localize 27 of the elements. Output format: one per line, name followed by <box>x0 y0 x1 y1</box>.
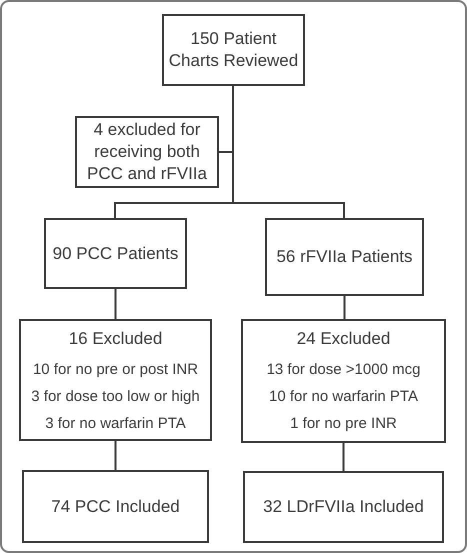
connector-line <box>232 86 345 218</box>
connector-line <box>344 296 346 319</box>
connector-line <box>342 443 344 471</box>
exclusion-box <box>19 319 212 441</box>
exclusion-reason: 10 for no warfarin PTA <box>269 387 418 407</box>
box-text: 90 PCC Patients <box>52 242 178 264</box>
box-text: 32 LDrFVIIa Included <box>263 496 424 518</box>
connector-line <box>114 289 116 319</box>
process-box <box>265 218 424 296</box>
connector-line <box>114 441 116 470</box>
exclusion-reason: 3 for dose too low or high <box>31 387 200 407</box>
exclusion-reason: 10 for no pre or post INR <box>32 360 198 380</box>
box-text: 74 PCC Included <box>51 496 180 518</box>
process-box <box>243 471 444 543</box>
box-heading: 16 Excluded <box>68 328 162 350</box>
process-box <box>75 116 219 188</box>
process-box <box>22 470 209 543</box>
exclusion-reason: 3 for no warfarin PTA <box>45 414 186 434</box>
exclusion-reason: 13 for dose >1000 mcg <box>266 360 420 380</box>
exclusion-reason: 1 for no pre INR <box>290 414 397 434</box>
process-box <box>44 218 187 289</box>
box-text: 4 excluded for receiving both PCC and rFVIIa <box>86 119 208 185</box>
process-box <box>162 14 305 86</box>
exclusion-box <box>241 319 446 443</box>
box-text: 56 rFVIIa Patients <box>276 246 413 268</box>
box-heading: 24 Excluded <box>296 328 390 350</box>
box-text: 150 Patient Charts Reviewed <box>168 28 300 72</box>
